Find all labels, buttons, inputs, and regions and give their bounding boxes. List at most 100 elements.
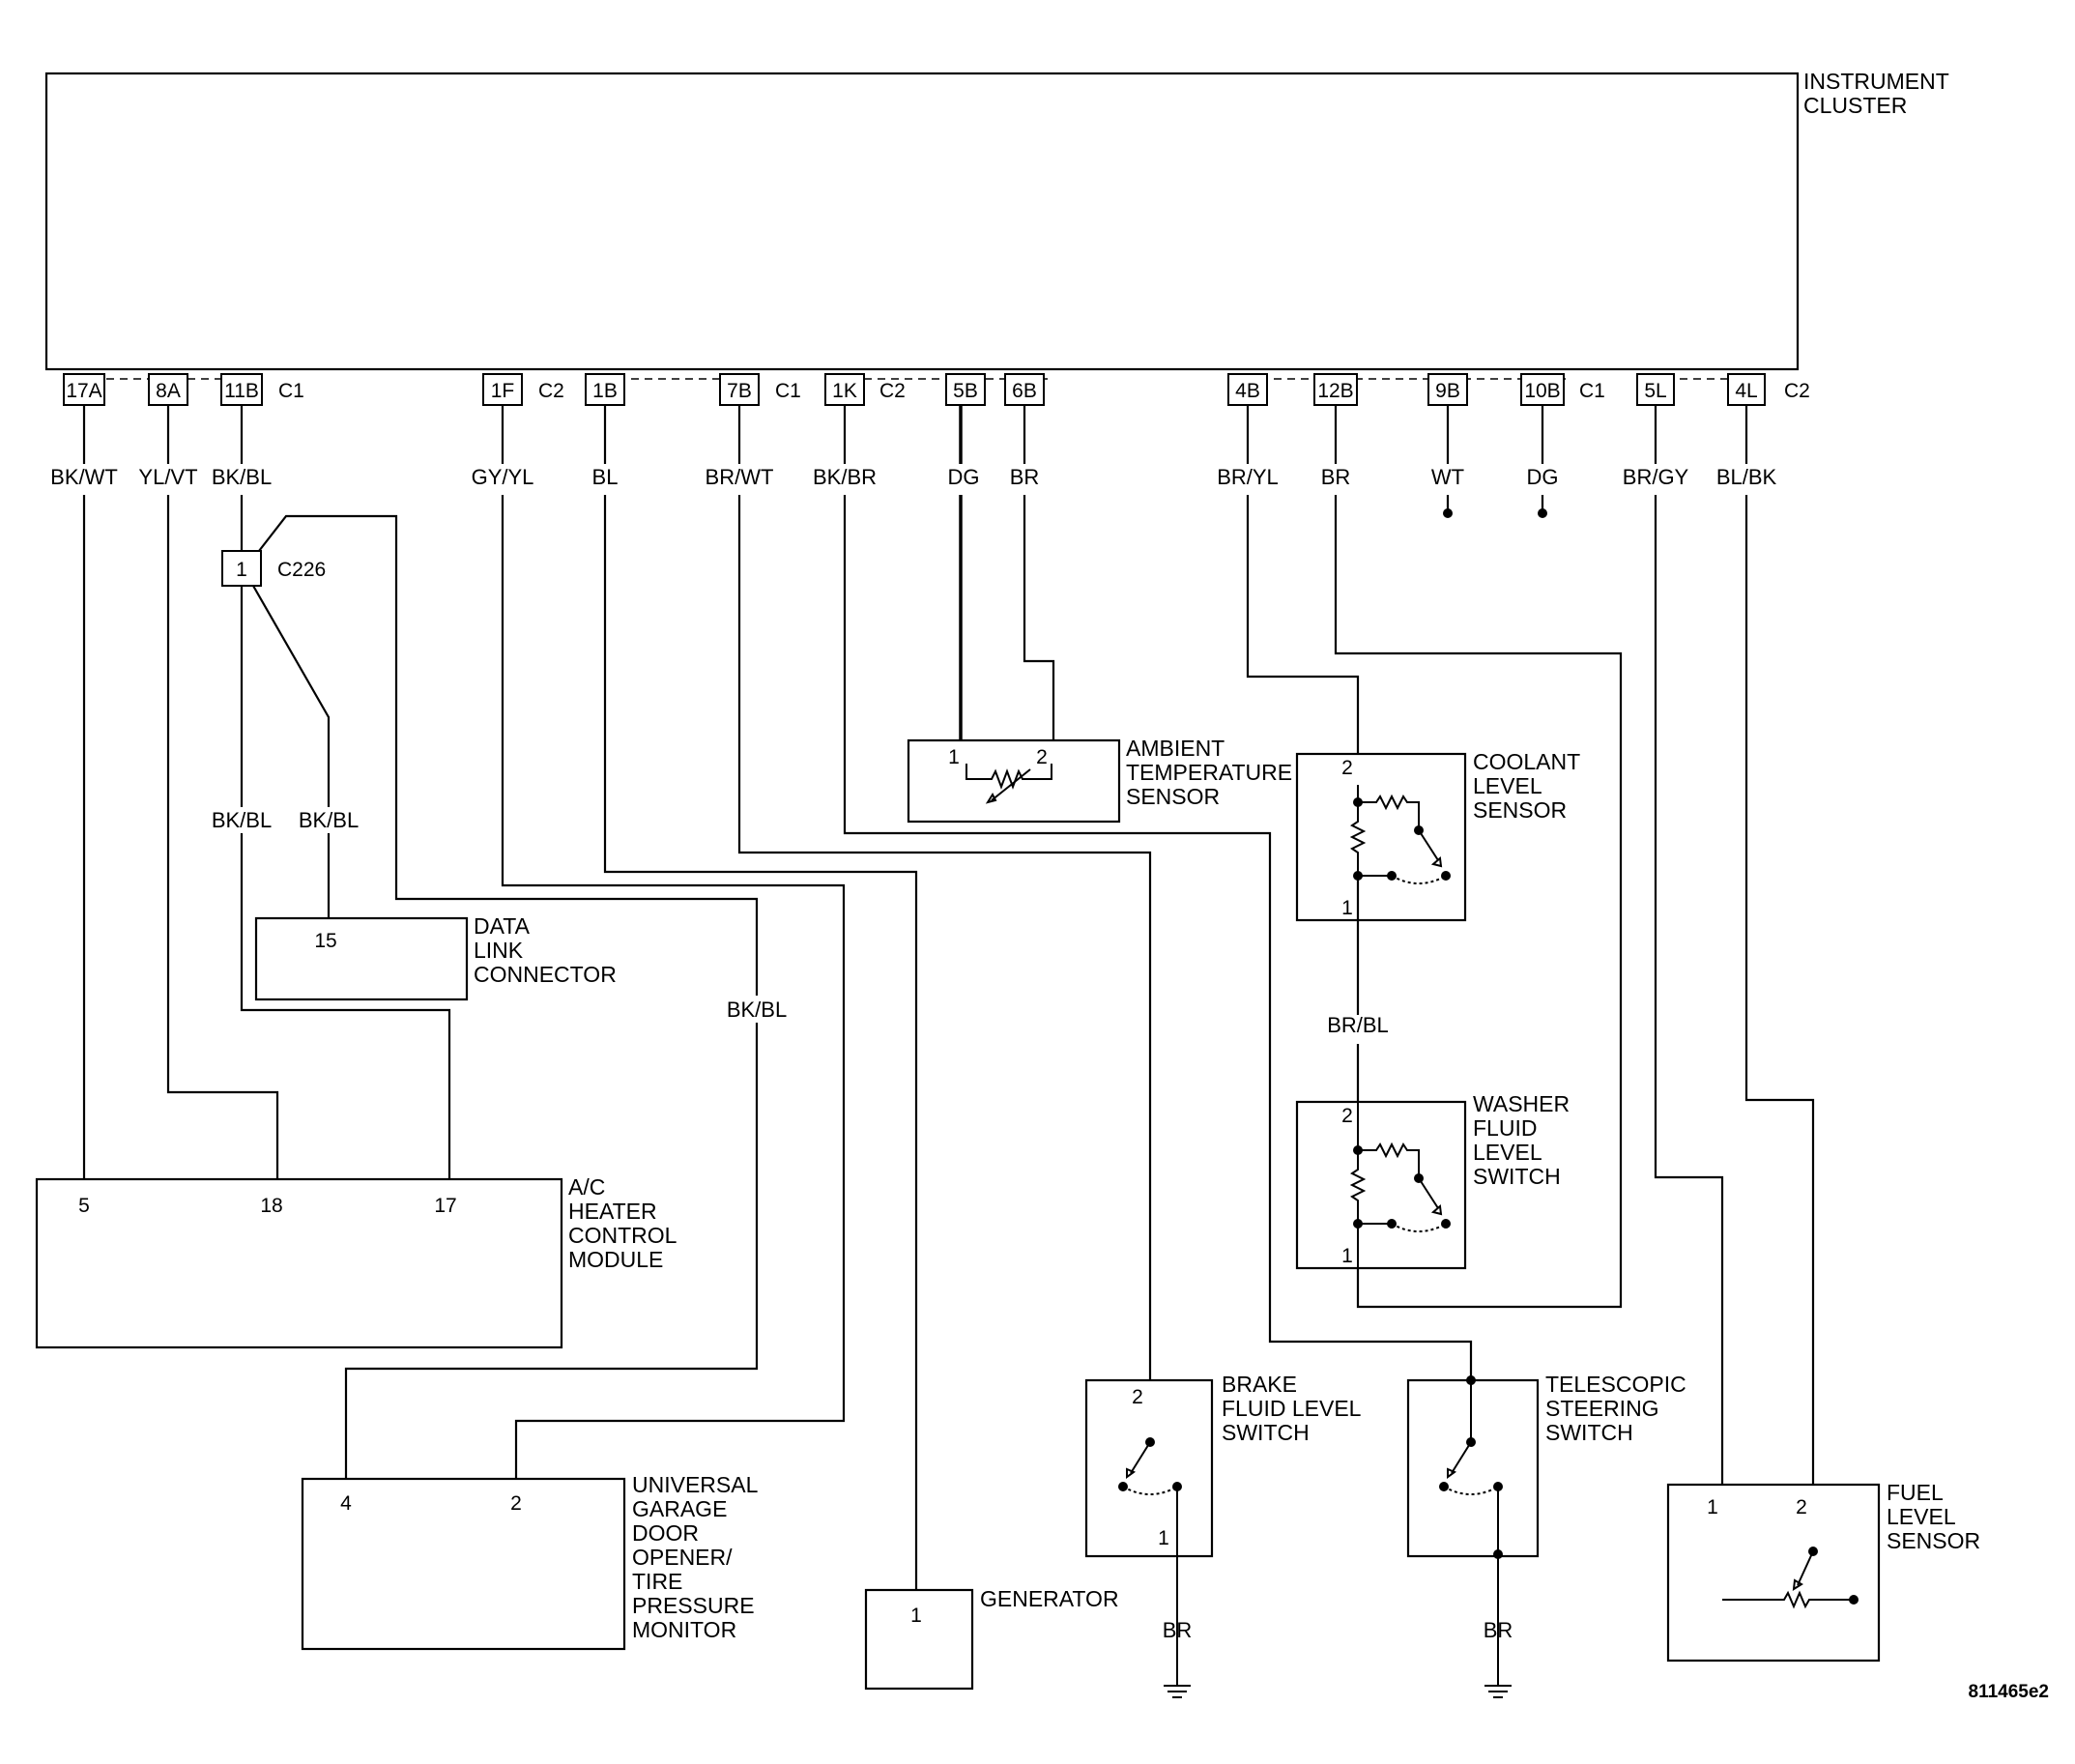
wire-label-1k: BK/BR — [813, 465, 877, 489]
washer-switch-icon — [1349, 1102, 1451, 1268]
ac-pin-5: 5 — [78, 1195, 90, 1217]
label-line: UNIVERSAL — [632, 1472, 759, 1497]
connector-c1-label-c: C1 — [1579, 380, 1605, 402]
label-line: FLUID — [1473, 1115, 1537, 1141]
fuel-level-sensor-box — [1666, 1483, 1881, 1663]
brake-pin-2: 2 — [1132, 1386, 1143, 1408]
generator-pin-1: 1 — [910, 1605, 922, 1627]
wire-label-7b: BR/WT — [706, 465, 774, 489]
wire-label-11b: BK/BL — [212, 465, 272, 489]
wire-c226-dlc — [252, 585, 331, 918]
svg-text:8A: 8A — [156, 380, 181, 402]
wire-label-splice-right: BK/BL — [299, 808, 359, 832]
svg-text:7B: 7B — [727, 380, 752, 402]
data-link-connector-box — [254, 916, 469, 1001]
wire-label-1b: BL — [592, 465, 619, 489]
label-line: SWITCH — [1545, 1420, 1633, 1445]
ground-icon — [1484, 1670, 1512, 1698]
wire-1f — [501, 405, 846, 1479]
ambient-pin-1: 1 — [948, 746, 960, 768]
ambient-temp-sensor-box — [907, 738, 1121, 824]
wire-label-4l: BL/BK — [1716, 465, 1777, 489]
label-line: DOOR — [632, 1520, 699, 1546]
label-line: LEVEL — [1473, 1140, 1542, 1165]
wire-label-brake-ground: BR — [1163, 1618, 1193, 1642]
wire-label-5b: DG — [948, 465, 980, 489]
ac-pin-18: 18 — [260, 1195, 282, 1217]
label-line: BRAKE — [1222, 1372, 1297, 1397]
brake-fluid-switch-box — [1084, 1378, 1214, 1558]
label-line: WASHER — [1473, 1091, 1570, 1116]
wire-label-coolant-washer: BR/BL — [1327, 1013, 1389, 1037]
label-line: MONITOR — [632, 1617, 736, 1642]
label-line: MODULE — [568, 1247, 663, 1272]
label-line: SENSOR — [1887, 1528, 1980, 1553]
generator-label: GENERATOR — [980, 1586, 1119, 1611]
cluster-pin-1b: 1B — [585, 373, 625, 406]
telescopic-switch-box — [1406, 1378, 1540, 1558]
ugdo-tpm-box — [301, 1477, 626, 1651]
cluster-pin-4b: 4B — [1227, 373, 1268, 406]
svg-text:5B: 5B — [953, 380, 978, 402]
ambient-pin-2: 2 — [1036, 746, 1048, 768]
wire-label-5l: BR/GY — [1623, 465, 1689, 489]
label-line: INSTRUMENT — [1803, 69, 1949, 94]
label-line: SENSOR — [1126, 784, 1220, 809]
washer-fluid-switch-box — [1295, 1100, 1467, 1270]
wire-c226-left — [240, 586, 451, 1179]
cluster-pin-1f: 1F — [482, 373, 523, 406]
wire-label-10b: DG — [1527, 465, 1559, 489]
label-line: TEMPERATURE — [1126, 760, 1292, 785]
cluster-pin-12b: 12B — [1313, 373, 1358, 406]
svg-text:4L: 4L — [1735, 380, 1757, 402]
wire-1k — [843, 405, 1473, 1380]
label-line: SWITCH — [1473, 1164, 1561, 1189]
label-line: PRESSURE — [632, 1593, 755, 1618]
label-line: STEERING — [1545, 1396, 1659, 1421]
wire-label-9b: WT — [1431, 465, 1464, 489]
label-line: TIRE — [632, 1569, 682, 1594]
connector-c2-label-c: C2 — [1784, 380, 1810, 402]
label-line: TELESCOPIC — [1545, 1372, 1686, 1397]
washer-pin-1: 1 — [1341, 1245, 1353, 1267]
ground-icon — [1164, 1670, 1191, 1698]
label-line: LEVEL — [1473, 773, 1542, 798]
label-line: OPENER/ — [632, 1545, 733, 1570]
svg-text:11B: 11B — [224, 380, 259, 402]
svg-text:1B: 1B — [592, 380, 618, 402]
label-line: GARAGE — [632, 1496, 727, 1521]
svg-text:12B: 12B — [1317, 380, 1353, 402]
wire-label-17a: BK/WT — [50, 465, 118, 489]
label-line: SENSOR — [1473, 797, 1567, 823]
cluster-pin-11b: 11B — [220, 373, 263, 406]
wire-label-splice-left: BK/BL — [212, 808, 272, 832]
coolant-switch-icon — [1349, 785, 1451, 884]
fuel-pin-2: 2 — [1796, 1496, 1807, 1518]
label-line: FUEL — [1887, 1480, 1944, 1505]
svg-text:5L: 5L — [1644, 380, 1666, 402]
brake-switch-icon — [1118, 1437, 1182, 1670]
wire-10b-terminal — [1538, 508, 1547, 518]
svg-text:10B: 10B — [1524, 380, 1560, 402]
cluster-pin-5l: 5L — [1636, 373, 1675, 406]
wire-label-12b: BR — [1321, 465, 1351, 489]
ugdo-pin-4: 4 — [340, 1492, 352, 1515]
figure-id: 811465e2 — [1969, 1682, 2050, 1702]
svg-text:17A: 17A — [66, 380, 101, 402]
wire-1b — [603, 405, 918, 1590]
cluster-pin-1k: 1K — [824, 373, 865, 406]
label-line: CONNECTOR — [474, 962, 617, 987]
label-line: LINK — [474, 938, 524, 963]
wire-4b — [1246, 405, 1360, 754]
splice-c226: 1 — [221, 550, 262, 587]
wire-7b — [737, 405, 1152, 1440]
label-line: AMBIENT — [1126, 736, 1225, 761]
svg-text:4B: 4B — [1235, 380, 1260, 402]
svg-text:9B: 9B — [1435, 380, 1460, 402]
